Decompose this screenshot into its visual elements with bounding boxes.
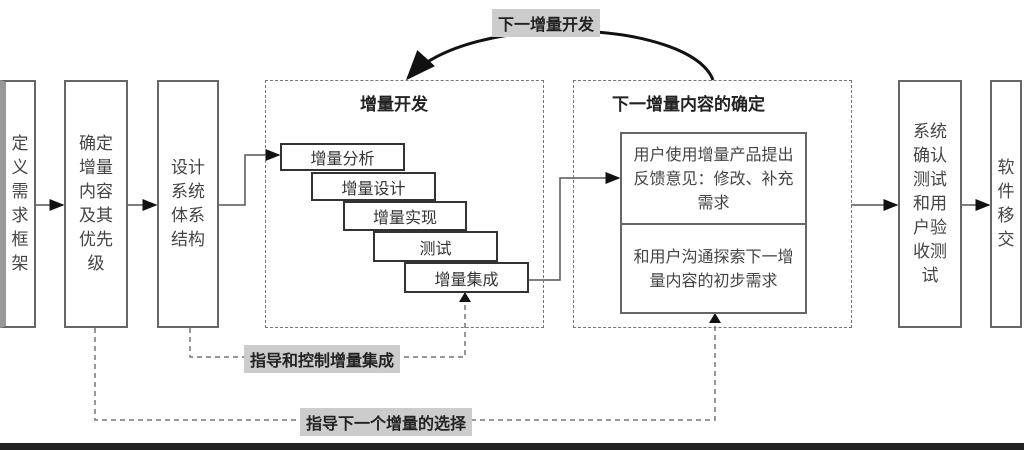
feedback-text: 用户使用增量产品提出反馈意见：修改、补充需求: [633, 144, 794, 212]
guide-integration-label: 指导和控制增量集成: [244, 345, 401, 373]
stage-define-requirements: 定义需求框架: [0, 80, 36, 328]
next-increment-group: [573, 80, 852, 328]
step-analysis: 增量分析: [280, 143, 405, 171]
feedback-box: 用户使用增量产品提出反馈意见：修改、补充需求: [620, 132, 807, 225]
stage-architecture: 设计系统体系结构: [157, 80, 219, 328]
step-testing: 测试: [373, 231, 498, 262]
stage-prioritize: 确定增量内容及其优先级: [64, 80, 128, 328]
stage-label: 定义需求框架: [11, 134, 29, 274]
stage-system-test: 系统确认测试和用户验收测试: [898, 80, 962, 328]
step-implementation: 增量实现: [343, 201, 467, 231]
stage-handover: 软件移交: [990, 80, 1022, 328]
increment-dev-group: [265, 80, 544, 328]
bottom-bar: [0, 443, 1024, 450]
guide-selection-label: 指导下一个增量的选择: [300, 408, 473, 436]
stage-label: 软件移交: [997, 158, 1015, 250]
stage-label: 系统确认测试和用户验收测试: [913, 122, 947, 286]
step-design: 增量设计: [311, 172, 436, 201]
explore-box: 和用户沟通探索下一增量内容的初步需求: [620, 223, 807, 314]
stage-label: 确定增量内容及其优先级: [79, 134, 113, 274]
step-integration: 增量集成: [404, 262, 529, 293]
loop-label: 下一增量开发: [492, 9, 601, 37]
increment-dev-title: 增量开发: [360, 95, 428, 115]
next-increment-title: 下一增量内容的确定: [612, 95, 765, 115]
stage-label: 设计系统体系结构: [171, 158, 205, 250]
explore-text: 和用户沟通探索下一增量内容的初步需求: [633, 246, 794, 290]
